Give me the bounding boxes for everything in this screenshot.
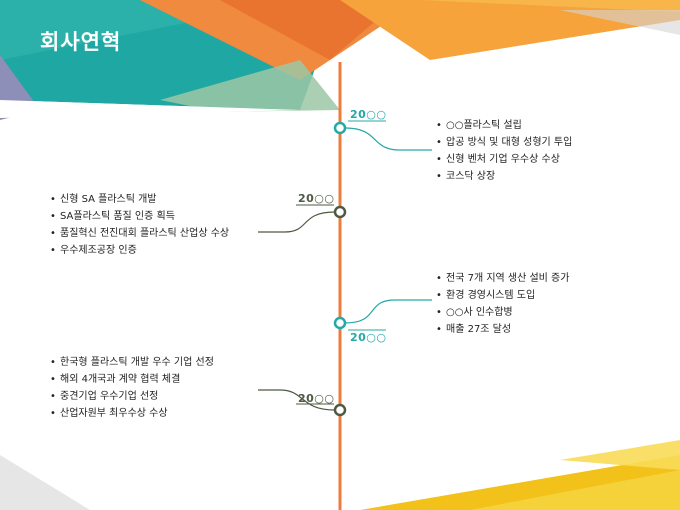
page-title: 회사연혁 [40, 30, 122, 54]
list-item: 코스닥 상장 [436, 168, 666, 185]
connector-3 [344, 299, 432, 324]
connector-1 [344, 127, 432, 151]
list-item: 한국형 플라스틱 개발 우수 기업 선정 [50, 354, 280, 371]
list-item: 품질혁신 전진대회 플라스틱 산업상 수상 [50, 225, 255, 242]
timeline-node-4 [333, 403, 347, 417]
year-label-2: 20○○ [298, 192, 335, 205]
list-item: 중견기업 우수기업 선정 [50, 388, 280, 405]
list-item: 산업자원부 최우수상 수상 [50, 405, 280, 422]
list-item: 압공 방식 및 대형 성형기 투입 [436, 134, 666, 151]
connector-4 [258, 389, 336, 411]
year-label-1: 20○○ [350, 108, 387, 121]
timeline-node-1 [333, 121, 347, 135]
timeline-node-3 [333, 316, 347, 330]
year-label-3: 20○○ [350, 331, 387, 344]
milestone-4-list: 한국형 플라스틱 개발 우수 기업 선정 해외 4개국과 계약 협력 체결 중견… [50, 354, 280, 422]
timeline-node-2 [333, 205, 347, 219]
year-label-4: 20○○ [298, 392, 335, 405]
list-item: ○○플라스틱 설립 [436, 117, 666, 134]
list-item: ○○사 인수합병 [436, 304, 666, 321]
milestone-1-list: ○○플라스틱 설립 압공 방식 및 대형 성형기 투입 신형 벤처 기업 우수상… [436, 117, 666, 185]
connector-2 [258, 211, 336, 233]
list-item: 환경 경영시스템 도입 [436, 287, 666, 304]
list-item: 전국 7개 지역 생산 설비 증가 [436, 270, 666, 287]
list-item: 해외 4개국과 계약 협력 체결 [50, 371, 280, 388]
milestone-3-list: 전국 7개 지역 생산 설비 증가 환경 경영시스템 도입 ○○사 인수합병 매… [436, 270, 666, 338]
milestone-2-list: 신형 SA 플라스틱 개발 SA플라스틱 품질 인증 획득 품질혁신 전진대회 … [50, 191, 255, 259]
list-item: 우수제조공장 인증 [50, 242, 255, 259]
list-item: 신형 SA 플라스틱 개발 [50, 191, 255, 208]
list-item: SA플라스틱 품질 인증 획득 [50, 208, 255, 225]
list-item: 매출 27조 달성 [436, 321, 666, 338]
list-item: 신형 벤처 기업 우수상 수상 [436, 151, 666, 168]
